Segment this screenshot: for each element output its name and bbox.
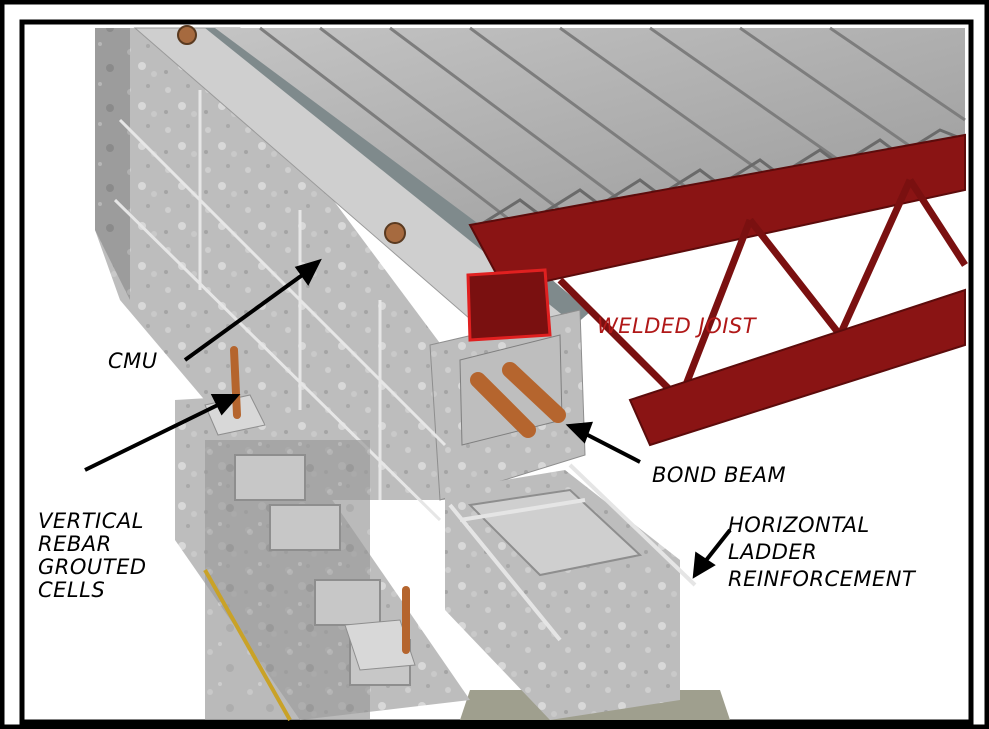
mortar-joints [113,90,447,522]
bond-beam-rebar [470,362,566,438]
joist-seat [466,268,552,342]
cmu-wall-face-shadow [95,28,130,300]
cmu-leader [183,266,314,362]
cmu-wall-face [95,28,445,500]
horizontal-ladder-label-line-1: HORIZONTAL [728,513,870,537]
vertical-rebar-label-line-1: VERTICAL [38,509,144,533]
horizontal-ladder-label: HORIZONTAL LADDER REINFORCEMENT [728,513,917,591]
illustration [95,25,968,721]
vertical-rebar-1 [230,346,241,419]
ladder-arrowhead [692,551,716,579]
cmu-arrowhead [294,258,322,286]
vertical-rebar-label-line-3: GROUTED [38,555,147,579]
horizontal-ladder-label-line-3: REINFORCEMENT [728,567,917,591]
leader-lines [84,258,732,579]
vertical-rebar-label-line-2: REBAR [38,532,112,556]
welded-joist-label: WELDED JOIST [597,314,758,338]
cmu-label: CMU [108,349,158,373]
vertical-rebar-leader [84,398,229,472]
joist-bottom-chord [628,288,966,447]
grout-cell-2 [344,619,416,671]
anchor-bolt-2 [384,222,406,244]
vertical-rebar-label: VERTICAL REBAR GROUTED CELLS [38,509,154,602]
bond-beam-leader [577,428,641,464]
deck-ribs [259,26,966,222]
vertical-rebar-label-line-4: CELLS [38,578,105,602]
horizontal-ladder-label-line-2: LADDER [728,540,817,564]
bond-beam-arrowhead [565,421,594,444]
ladder-reinforcement [448,463,697,642]
bond-beam-label: BOND BEAM [652,463,786,487]
mortar-strip [203,569,292,721]
joist-web [557,178,968,403]
vertical-rebar-arrowhead [210,394,241,416]
joist-top-chord [468,133,966,292]
anchor-bolt-1 [177,25,197,45]
